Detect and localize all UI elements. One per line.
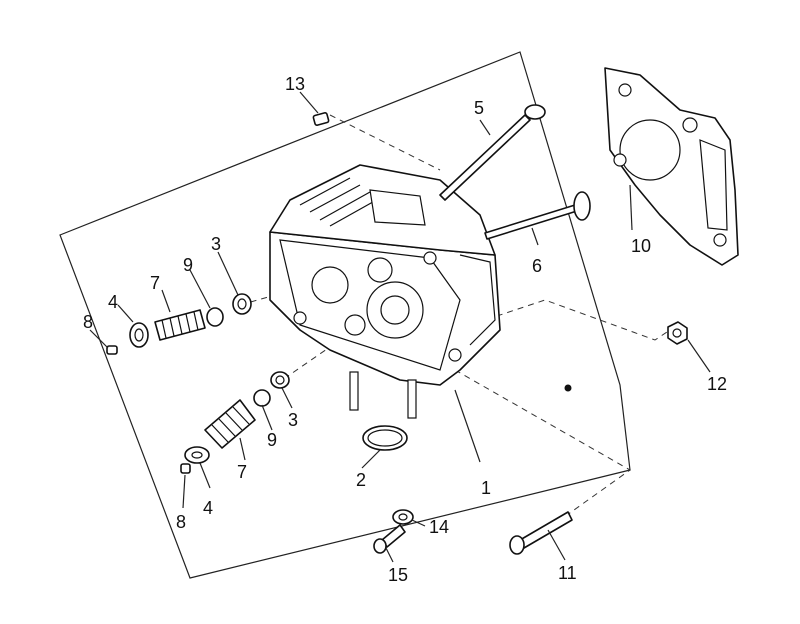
assembly-outline — [59, 51, 631, 579]
callout-8-upper: 8 — [83, 312, 93, 332]
callout-9-upper: 9 — [183, 255, 193, 275]
callout-5: 5 — [474, 98, 484, 118]
callout-4-lower: 4 — [203, 498, 213, 518]
washer — [392, 509, 414, 525]
exhaust-valve — [484, 191, 591, 240]
callout-2: 2 — [356, 470, 366, 490]
intake-valve — [439, 104, 546, 201]
nut — [667, 321, 688, 345]
callout-7-lower: 7 — [237, 462, 247, 482]
long-bolt — [509, 511, 573, 555]
reference-dot — [564, 384, 572, 392]
lower-valve-spring-set — [180, 371, 290, 474]
callout-10: 10 — [631, 236, 651, 256]
callout-9-lower: 9 — [267, 430, 277, 450]
callout-13: 13 — [285, 74, 305, 94]
callout-15: 15 — [388, 565, 408, 585]
callout-1: 1 — [481, 478, 491, 498]
callout-3-lower: 3 — [288, 410, 298, 430]
callout-11: 11 — [558, 563, 577, 583]
cylinder-head — [269, 164, 501, 386]
dowel-pin — [312, 112, 330, 126]
callout-4-upper: 4 — [108, 292, 118, 312]
studs — [349, 371, 417, 419]
head-gasket — [604, 67, 739, 266]
callout-labels: 1 2 3 3 4 4 5 6 7 7 8 8 9 9 10 11 12 13 … — [83, 74, 727, 585]
solid-leaders — [89, 91, 711, 563]
o-ring — [362, 425, 408, 451]
callout-7-upper: 7 — [150, 273, 160, 293]
callout-12: 12 — [707, 374, 727, 394]
callout-8-lower: 8 — [176, 512, 186, 532]
callout-6: 6 — [532, 256, 542, 276]
upper-valve-spring-set — [106, 293, 252, 355]
callout-3-upper: 3 — [211, 234, 221, 254]
short-bolt — [373, 524, 406, 554]
callout-14: 14 — [429, 517, 449, 537]
